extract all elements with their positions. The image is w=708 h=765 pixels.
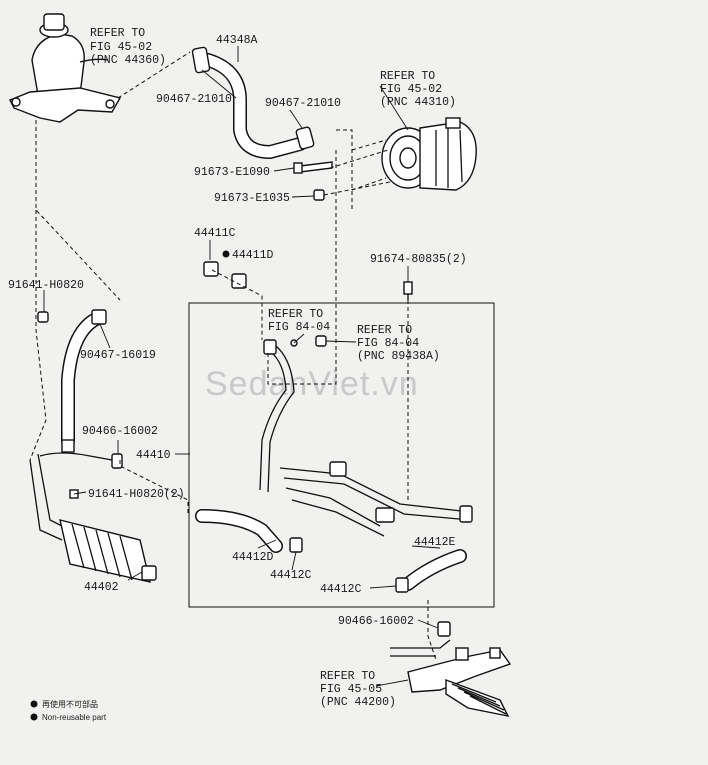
label-44412C-b: 44412C [320,583,362,596]
label-44412C-a: 44412C [270,569,312,582]
ref3-line-2: FIG 84-04 [268,321,330,334]
dashed-connector-10 [427,600,437,661]
dashed-connector-9 [119,460,189,516]
steering-gear [390,639,512,717]
label-91674-80835: 91674-80835(2) [370,253,467,266]
ref2-line-3: (PNC 44310) [380,96,456,109]
ref4-line-3: (PNC 89438A) [357,350,440,363]
dashed-connector-1 [117,51,191,99]
hose-clamp-90467-16019 [91,309,107,325]
label-44402: 44402 [84,581,119,594]
label-44412E: 44412E [414,536,456,549]
reference-1: REFER TO FIG 45-02 (PNC 44360) [90,27,166,67]
ref2-line-1: REFER TO [380,70,435,83]
leader-lines [43,46,441,687]
clamp-44412C-a [289,537,303,553]
label-90467-21010-a: 90467-21010 [156,93,232,106]
bolt-91674-80835 [403,281,413,300]
legend: 再使用不可部品 Non-reusable part [30,699,107,722]
legend-dot-2 [30,713,38,721]
bolt-91641-H0820 [37,311,49,323]
reference-5: REFER TO FIG 45-05 (PNC 44200) [320,670,396,709]
label-44412D: 44412D [232,551,274,564]
oil-cooler-44402 [29,439,157,583]
dashed-connector-5 [351,139,387,191]
label-90466-16002-a: 90466-16002 [82,425,158,438]
ref1-line-1: REFER TO [90,27,145,40]
vane-pump [381,117,477,191]
label-44411D: 44411D [232,249,274,262]
clamp-90466-16002-b [437,621,451,637]
label-91673-E1035: 91673-E1035 [214,192,290,205]
gasket-44411D [231,273,247,289]
label-90467-21010-b: 90467-21010 [265,97,341,110]
reference-3: REFER TO FIG 84-04 [268,308,330,334]
legend-dot-1 [30,700,38,708]
label-44348A: 44348A [216,34,258,47]
label-44411C: 44411C [194,227,236,240]
union-bolt-44411C [203,261,219,277]
label-44410: 44410 [136,449,171,462]
ref5-line-1: REFER TO [320,670,375,683]
watermark-text: SedanViet.vn [205,365,419,403]
hose-clamp-90467-21010-b [295,126,315,150]
bolt-91673-E1035 [313,189,325,201]
legend-line-2: Non-reusable part [42,713,107,722]
reference-2: REFER TO FIG 45-02 (PNC 44310) [380,70,456,109]
ref5-line-2: FIG 45-05 [320,683,382,696]
hose-44412E [401,549,467,591]
dashed-connector-8 [211,269,263,340]
dashed-connector-4 [267,129,353,385]
pressure-feed-tube-44410 [259,335,473,537]
ref3-line-1: REFER TO [268,308,323,321]
hose-44412D [195,509,283,553]
pressure-hose-assembly-frame [188,302,495,608]
reference-4: REFER TO FIG 84-04 (PNC 89438A) [357,324,440,363]
reservoir-tank [9,13,122,123]
hose-clamp-90467-21010-a [191,46,211,74]
ref4-line-2: FIG 84-04 [357,337,419,350]
label-90467-16019: 90467-16019 [80,349,156,362]
non-reusable-mark-44411D [222,250,230,258]
legend-line-1: 再使用不可部品 [42,699,98,709]
dashed-connector-3 [29,210,47,461]
ref2-line-2: FIG 45-02 [380,83,442,96]
bolt-91673-E1090 [293,161,333,174]
ref5-line-3: (PNC 44200) [320,696,396,709]
ref4-line-1: REFER TO [357,324,412,337]
return-tube-with-clamp [61,309,107,447]
clamp-90466-16002-a [111,453,123,469]
clamp-44412C-b [395,577,409,593]
dashed-connector-6 [323,149,391,196]
dashed-connector-2 [35,120,121,301]
label-91673-E1090: 91673-E1090 [194,166,270,179]
ref1-line-3: (PNC 44360) [90,54,166,67]
ref1-line-2: FIG 45-02 [90,41,152,54]
label-91641-H0820: 91641-H0820 [8,279,84,292]
return-hose-44348A [191,46,315,160]
label-90466-16002-b: 90466-16002 [338,615,414,628]
label-91641-H0820-2: 91641-H0820(2) [88,488,185,501]
